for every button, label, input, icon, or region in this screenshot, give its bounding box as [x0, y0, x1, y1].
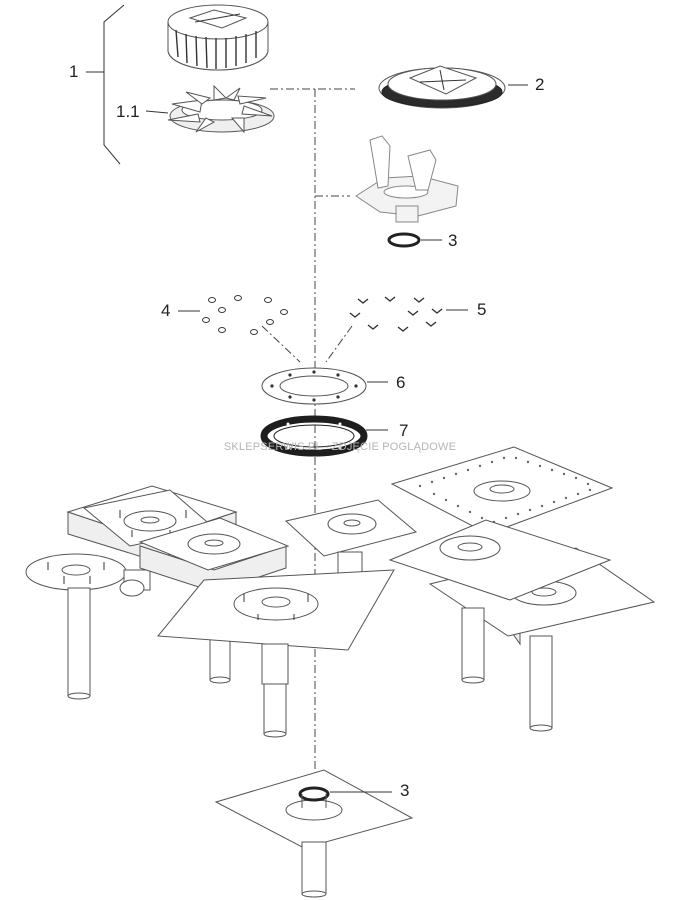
pipe-bottom: [301, 841, 327, 898]
part-leaf-guard: [167, 84, 275, 134]
base-plate-center: [284, 499, 418, 581]
callout-7: 7: [399, 421, 409, 440]
part-gasket: [260, 415, 368, 457]
base-plate-right-middle: [388, 519, 612, 601]
pipe-horizontal-stub: [119, 569, 151, 597]
base-plate-bottom: [214, 769, 414, 849]
part-nuts: [202, 295, 288, 335]
callout-6: 6: [396, 373, 406, 392]
callout-2: 2: [535, 75, 545, 94]
pipe-center-front: [263, 683, 287, 738]
part-flat-grate: [378, 65, 506, 109]
callout-1-1: 1.1: [116, 102, 140, 121]
callout-3-bottom: 3: [400, 781, 410, 800]
part-grate-cap: [167, 4, 269, 71]
base-round-flange-left: [25, 553, 127, 591]
assembly-guide-lines: [261, 325, 353, 363]
part-o-ring-top: [387, 232, 421, 248]
axis-line: [270, 88, 355, 770]
pipe-right-middle: [461, 607, 485, 684]
callout-3-top: 3: [448, 231, 458, 250]
watermark: SKLEPSERWIS.PL - ZDJĘCIE POGLĄDOWE: [223, 441, 457, 453]
pipe-right-front: [529, 635, 553, 732]
callout-5: 5: [477, 300, 487, 319]
part-flange-ring: [261, 367, 367, 405]
leader-line-1-1: [145, 110, 169, 114]
part-wing-nuts: [349, 296, 443, 332]
callout-4: 4: [161, 301, 171, 320]
part-raising-element: [355, 135, 459, 223]
pipe-left-round: [67, 587, 91, 700]
callout-1: 1: [69, 62, 79, 81]
bracket-item-1: [103, 4, 125, 165]
base-plate-large-front: [157, 569, 395, 685]
